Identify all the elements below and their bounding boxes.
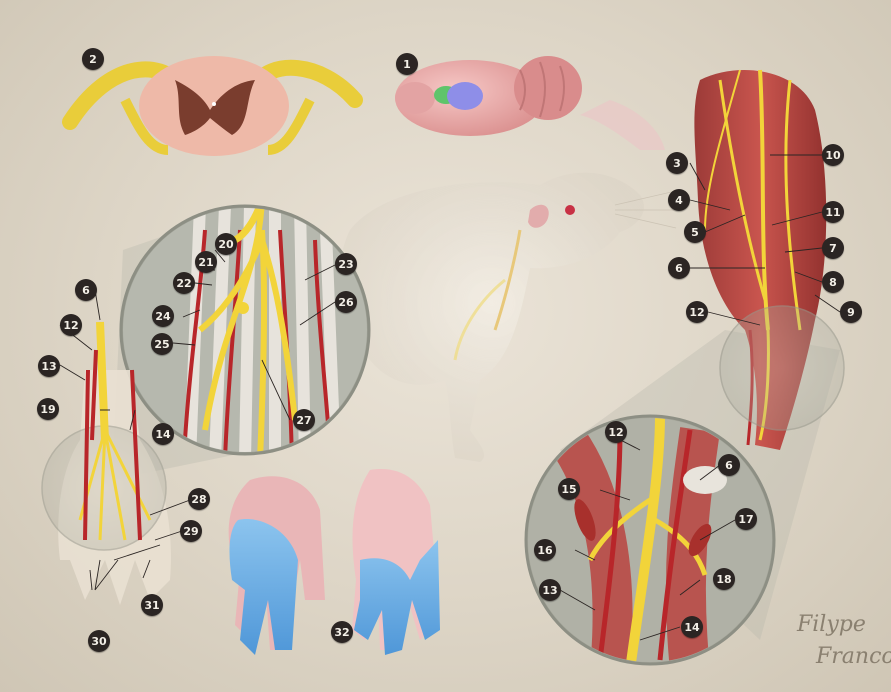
callout-3: 3 bbox=[666, 152, 688, 174]
callout-20: 20 bbox=[215, 233, 237, 255]
callout-6-wrist: 6 bbox=[718, 454, 740, 476]
callout-6: 6 bbox=[668, 257, 690, 279]
callout-5: 5 bbox=[684, 221, 706, 243]
callout-13: 13 bbox=[38, 355, 60, 377]
artist-signature-line2: Franco bbox=[816, 646, 891, 668]
callout-22: 22 bbox=[173, 272, 195, 294]
callout-31: 31 bbox=[141, 594, 163, 616]
callout-4: 4 bbox=[668, 189, 690, 211]
callout-19: 19 bbox=[37, 398, 59, 420]
callout-1: 1 bbox=[396, 53, 418, 75]
callout-27: 27 bbox=[293, 409, 315, 431]
callout-15: 15 bbox=[558, 478, 580, 500]
callout-11: 11 bbox=[822, 201, 844, 223]
callout-12: 12 bbox=[686, 301, 708, 323]
callout-32: 32 bbox=[331, 621, 353, 643]
callout-18: 18 bbox=[713, 568, 735, 590]
callout-25: 25 bbox=[151, 333, 173, 355]
callout-21: 21 bbox=[195, 251, 217, 273]
callout-29: 29 bbox=[180, 520, 202, 542]
callout-28: 28 bbox=[188, 488, 210, 510]
callout-16: 16 bbox=[534, 539, 556, 561]
callout-14-wrist: 14 bbox=[681, 616, 703, 638]
callout-7: 7 bbox=[822, 237, 844, 259]
callout-14: 14 bbox=[152, 423, 174, 445]
callout-13-wrist: 13 bbox=[539, 579, 561, 601]
rat-brain-illustration bbox=[395, 56, 665, 150]
callout-12-hand: 12 bbox=[60, 314, 82, 336]
callout-10: 10 bbox=[822, 144, 844, 166]
spinal-cord-section-illustration bbox=[70, 56, 355, 156]
callout-9: 9 bbox=[840, 301, 862, 323]
callout-12-wrist: 12 bbox=[605, 421, 627, 443]
callout-8: 8 bbox=[822, 271, 844, 293]
callout-24: 24 bbox=[152, 305, 174, 327]
callout-26: 26 bbox=[335, 291, 357, 313]
artist-signature-line1: Filype bbox=[797, 614, 866, 636]
callout-23: 23 bbox=[335, 253, 357, 275]
callout-2: 2 bbox=[82, 48, 104, 70]
wrist-detail-circle bbox=[525, 415, 775, 670]
callout-17: 17 bbox=[735, 508, 757, 530]
callout-30: 30 bbox=[88, 630, 110, 652]
callout-6-hand: 6 bbox=[75, 279, 97, 301]
